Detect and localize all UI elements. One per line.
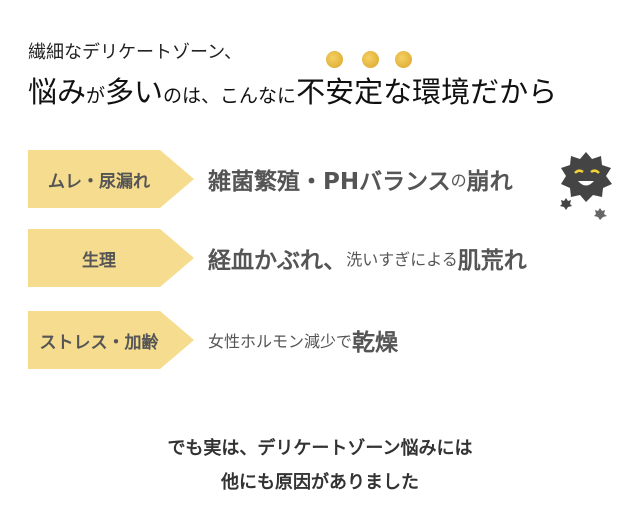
cause-label: 生理 bbox=[28, 229, 194, 287]
cause-row: ムレ・尿漏れ 雑菌繁殖・PHバランスの崩れ bbox=[28, 150, 618, 208]
desc-part: 洗いすぎによる bbox=[346, 250, 458, 269]
emphasis-dot-icon bbox=[326, 51, 343, 68]
heading-line2: 悩みが多いのは、こんなに不安定な環境だから bbox=[28, 72, 557, 117]
desc-part: 崩れ bbox=[466, 169, 513, 195]
cause-label: ムレ・尿漏れ bbox=[28, 150, 194, 208]
cause-label: ストレス・加齢 bbox=[28, 311, 194, 369]
cause-row: 生理 経血かぶれ、洗いすぎによる肌荒れ bbox=[28, 229, 618, 287]
cause-description: 女性ホルモン減少で乾燥 bbox=[208, 311, 398, 369]
heading-part: 不安定な環境だから bbox=[296, 75, 558, 109]
desc-part: 肌荒れ bbox=[457, 248, 527, 274]
emphasis-dot-icon bbox=[395, 51, 412, 68]
footer-line1: でも実は、デリケートゾーン悩みには bbox=[167, 438, 473, 459]
heading-part: のは、こんなに bbox=[163, 85, 297, 107]
heading-part: 多い bbox=[105, 75, 164, 109]
desc-part: 乾燥 bbox=[352, 330, 399, 356]
desc-part: 経血かぶれ、 bbox=[208, 248, 347, 274]
heading-part: が bbox=[86, 85, 106, 107]
heading-line1: 繊細なデリケートゾーン、 bbox=[28, 42, 243, 63]
cause-row: ストレス・加齢 女性ホルモン減少で乾燥 bbox=[28, 311, 618, 369]
desc-part: 女性ホルモン減少で bbox=[208, 332, 353, 351]
germ-icon bbox=[560, 152, 612, 220]
desc-part: 雑菌繁殖・PHバランス bbox=[208, 169, 451, 195]
footer-line2: 他にも原因がありました bbox=[221, 472, 419, 493]
cause-description: 経血かぶれ、洗いすぎによる肌荒れ bbox=[208, 229, 527, 287]
heading-part: 悩み bbox=[28, 75, 87, 109]
emphasis-dot-icon bbox=[362, 51, 379, 68]
cause-description: 雑菌繁殖・PHバランスの崩れ bbox=[208, 150, 513, 208]
desc-part: の bbox=[450, 171, 467, 190]
